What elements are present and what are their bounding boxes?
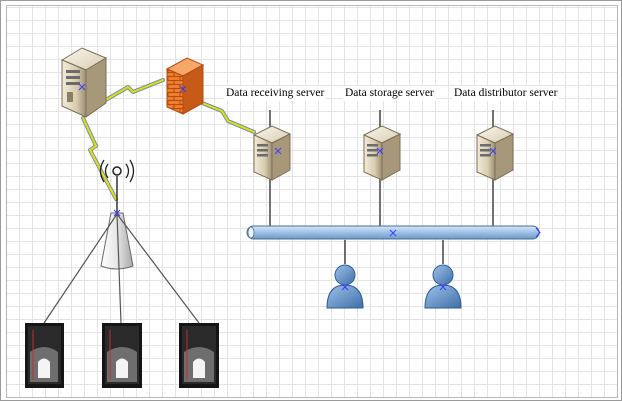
- network-bus: [246, 225, 541, 240]
- distributor-server-label: Data distributor server: [452, 86, 560, 101]
- server-bus-drops: [269, 110, 494, 264]
- lightning-link-icon: [200, 101, 256, 134]
- terminal-wires: [43, 213, 200, 324]
- server-icon: [252, 125, 292, 181]
- lightning-link-icon: [102, 78, 165, 103]
- receiving-server-label: Data receiving server: [224, 86, 327, 101]
- user-icon: [326, 264, 364, 309]
- firewall-icon: [165, 57, 205, 115]
- server-icon: [475, 125, 515, 181]
- camera-terminal-icon: [25, 323, 64, 388]
- server-icon: [362, 125, 402, 181]
- camera-terminal-icon: [102, 323, 142, 388]
- lightning-link-icon: [81, 116, 118, 201]
- storage-server-label: Data storage server: [343, 86, 436, 101]
- tower-server-icon: [60, 47, 108, 118]
- user-icon: [424, 264, 462, 309]
- camera-terminal-icon: [179, 323, 219, 388]
